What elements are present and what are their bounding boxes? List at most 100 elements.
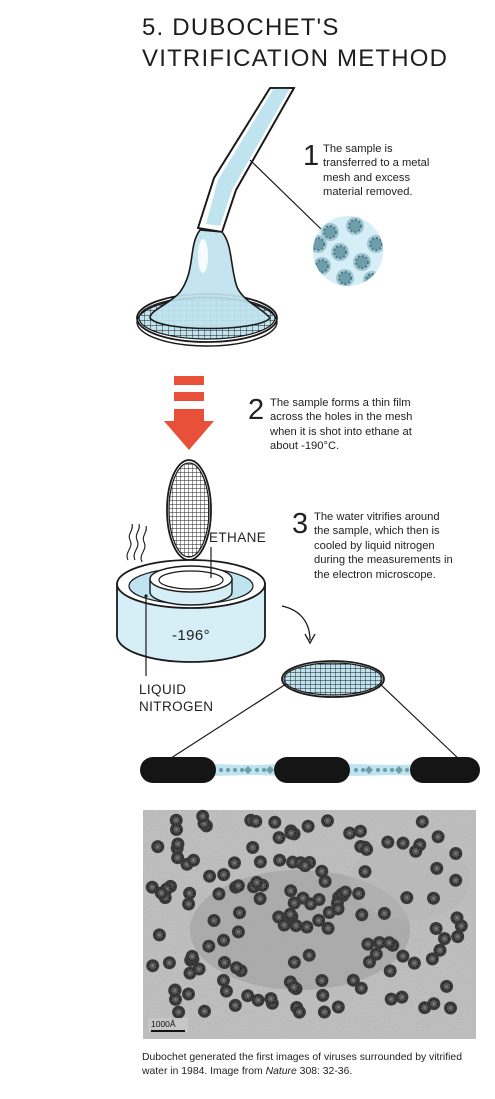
virus-particle [311,913,326,928]
virus-particle [267,815,282,830]
virus-particle [271,909,286,925]
virus-particle [186,853,201,868]
virus-particle [426,996,441,1011]
virus-particle [359,842,374,857]
virus-particle [162,955,177,970]
virus-particle [272,853,287,868]
virus-particle [399,890,414,905]
virus-particle [395,948,410,964]
virus-particle [443,1000,458,1016]
magnified-sample-icon [313,216,383,286]
virus-particle [249,875,264,890]
pipette-icon [196,87,296,234]
virus-particle [429,861,444,876]
callout-line-1 [249,159,323,231]
virus-particle [331,999,346,1015]
virus-particle [448,873,463,888]
virus-particle [342,825,357,841]
virus-particle [231,878,246,893]
virus-particle [145,958,160,973]
scale-bar-label: 1000Å [151,1019,176,1029]
ethane-label: ETHANE [209,530,267,545]
down-arrow-icon [164,376,214,450]
virus-particle [228,998,243,1013]
virus-particle [201,939,216,954]
virus-particle [216,933,231,948]
virus-particle [211,886,226,902]
virus-particle [253,854,268,870]
virus-particle [407,955,422,971]
virus-particle [169,822,184,837]
virus-particle [283,907,298,922]
virus-particle [383,963,398,979]
virus-particle [429,921,444,936]
liquid-nitrogen-label: LIQUID NITROGEN [139,681,213,715]
virus-particle [232,905,247,920]
electron-micrograph [143,809,476,1039]
virus-particle [298,858,313,873]
virus-particle [320,813,335,828]
virus-particle [351,886,366,901]
virus-particle [272,830,287,845]
virus-particle [317,1004,332,1020]
virus-particle [369,946,384,962]
virus-particle [206,913,222,928]
virus-particle [253,891,268,906]
step-3-number: 3 [292,508,309,540]
virus-particle [314,973,329,988]
virus-particle [448,846,463,861]
virus-particle [263,991,278,1006]
virus-particle [229,960,244,975]
step-2-number: 2 [248,394,265,426]
page-title: 5. DUBOCHET'S VITRIFICATION METHOD [142,12,482,74]
figure-caption: Dubochet generated the first images of v… [142,1051,482,1079]
virus-particle [360,936,375,952]
sample-droplet-icon [149,229,272,330]
virus-particle [380,834,395,850]
virus-particle [395,835,411,851]
virus-particle [346,973,361,988]
virus-particle [338,884,353,900]
virus-particle [167,983,182,998]
virus-particle [240,988,255,1003]
virus-particle [450,929,465,944]
virus-particle [384,991,399,1007]
virus-particle [216,973,231,988]
virus-particle [245,840,260,855]
virus-particle [299,919,314,935]
virus-particle [197,1004,212,1019]
virus-particle [182,886,197,901]
virus-particle [170,836,185,852]
virus-particle [182,965,198,981]
virus-particle [150,839,165,854]
virus-particle [408,844,423,859]
virus-particle [354,907,369,922]
step-1-text: The sample is transferred to a metal mes… [323,143,430,199]
virus-particle [217,955,232,970]
virus-particle [415,814,430,829]
liquid-nitrogen-line-1: LIQUID [139,682,187,697]
step-1-number: 1 [303,140,320,172]
step-3-text: The water vitrifies around the sample, w… [314,511,453,581]
caption-reference: 308: 32-36. [296,1066,353,1077]
grid-3-icon [281,660,385,698]
liquid-nitrogen-line-2: NITROGEN [139,699,214,714]
virus-particle [377,906,392,921]
virus-particle [439,979,454,994]
virus-particle [301,819,316,834]
virus-particle [449,910,465,926]
virus-particle [185,949,200,964]
cooling-container-icon [116,523,266,663]
virus-particle [426,891,441,906]
temperature-label: -196° [172,627,211,644]
virus-particle [284,825,299,841]
step-2-text: The sample forms a thin film across the … [270,397,413,453]
virus-particle [195,809,210,824]
title-line-2: VITRIFICATION METHOD [142,45,449,72]
virus-particle [154,885,169,901]
curved-arrow-icon [281,605,311,641]
virus-particle [171,1004,186,1020]
virus-particle [152,927,167,943]
virus-particle [315,988,330,1003]
virus-particle [286,979,302,995]
